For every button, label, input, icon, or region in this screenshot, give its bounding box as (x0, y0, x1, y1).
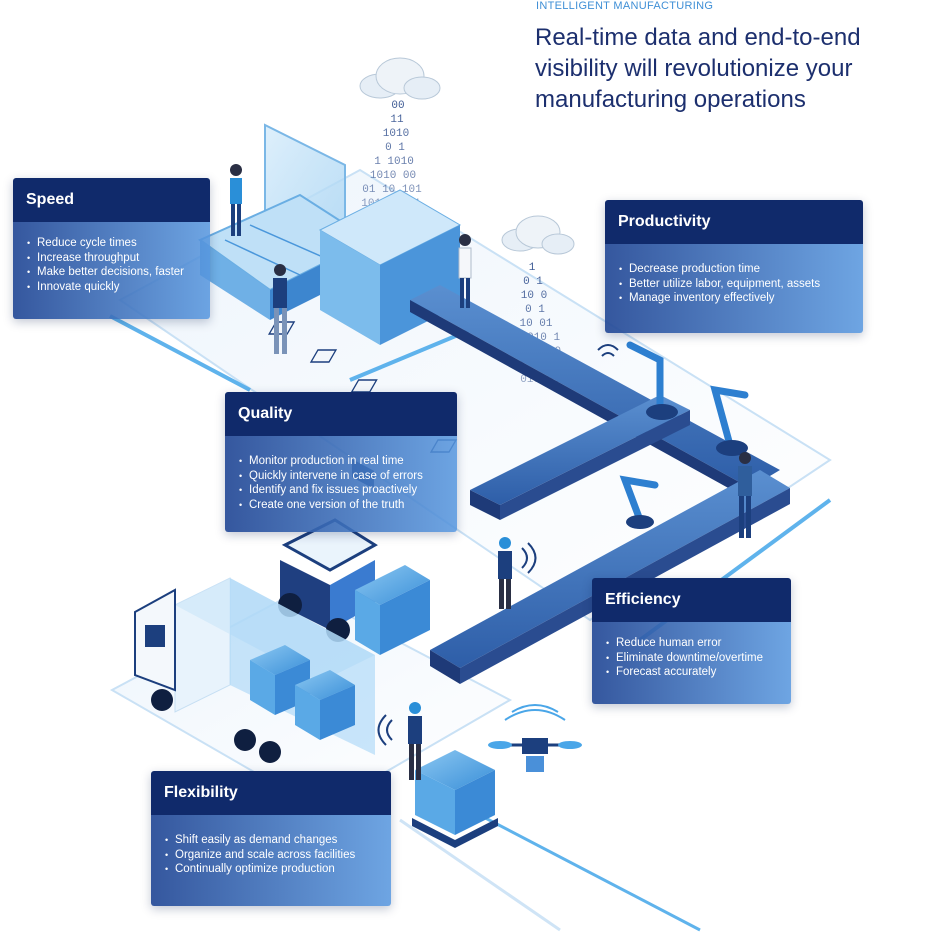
binary-digits: 00 (391, 100, 404, 112)
card-body: Monitor production in real time Quickly … (225, 436, 457, 532)
benefit-list: Reduce cycle times Increase throughput M… (27, 236, 196, 294)
list-item: Monitor production in real time (239, 454, 443, 469)
card-body: Decrease production time Better utilize … (605, 244, 863, 333)
list-item: Identify and fix issues proactively (239, 483, 443, 498)
worker-figure (230, 164, 242, 236)
worker-figure (498, 537, 512, 609)
robot-arm-icon (619, 475, 659, 524)
list-item: Eliminate downtime/overtime (606, 651, 777, 666)
binary-digits: 1010 00 (370, 170, 416, 182)
conveyor-belt-upper (410, 285, 780, 500)
list-item: Increase throughput (27, 251, 196, 266)
binary-digits: 10 01 (519, 318, 552, 330)
worker-figure (273, 264, 287, 354)
wifi-icon (597, 344, 619, 357)
flexibility-card: Flexibility Shift easily as demand chang… (151, 771, 391, 906)
binary-digits: 0 1 (523, 276, 543, 288)
card-title: Quality (225, 392, 457, 436)
robot-arm-icon (710, 385, 749, 449)
productivity-card: Productivity Decrease production time Be… (605, 200, 863, 333)
pallet-box (412, 750, 498, 848)
list-item: Forecast accurately (606, 665, 777, 680)
wifi-icon (377, 714, 393, 746)
binary-digits: 10 0 (521, 290, 547, 302)
efficiency-card: Efficiency Reduce human error Eliminate … (592, 578, 791, 704)
headline: Real-time data and end-to-end visibility… (535, 24, 861, 113)
benefit-list: Monitor production in real time Quickly … (239, 454, 443, 512)
list-item: Reduce cycle times (27, 236, 196, 251)
list-item: Innovate quickly (27, 280, 196, 295)
worker-figure (408, 702, 422, 780)
list-item: Decrease production time (619, 262, 849, 277)
card-title: Efficiency (592, 578, 791, 622)
worker-figure (738, 452, 752, 538)
drone-icon (488, 704, 582, 772)
binary-digits: 1010 (383, 128, 409, 140)
quality-card: Quality Monitor production in real time … (225, 392, 457, 532)
binary-digits: 0 1 (525, 304, 545, 316)
card-body: Reduce human error Eliminate downtime/ov… (592, 622, 791, 704)
cloud-icon (501, 215, 575, 255)
card-title: Speed (13, 178, 210, 222)
worker-figure (458, 234, 472, 308)
card-title: Productivity (605, 200, 863, 244)
robot-arm-icon (626, 341, 664, 414)
binary-digits: 1 1010 (374, 156, 414, 168)
card-body: Shift easily as demand changes Organize … (151, 815, 391, 906)
benefit-list: Shift easily as demand changes Organize … (165, 833, 377, 877)
forklift-icon (278, 518, 430, 655)
binary-digits: 01 10 101 (362, 184, 422, 196)
card-title: Flexibility (151, 771, 391, 815)
list-item: Organize and scale across facilities (165, 848, 377, 863)
list-item: Better utilize labor, equipment, assets (619, 277, 849, 292)
card-body: Reduce cycle times Increase throughput M… (13, 222, 210, 319)
benefit-list: Reduce human error Eliminate downtime/ov… (606, 636, 777, 680)
conveyor-belt-middle (470, 395, 690, 520)
list-item: Make better decisions, faster (27, 265, 196, 280)
list-item: Shift easily as demand changes (165, 833, 377, 848)
binary-digits: 11 (390, 114, 404, 126)
binary-digits: 0 1 (385, 142, 405, 154)
binary-digits: 1 (529, 262, 536, 274)
list-item: Continually optimize production (165, 862, 377, 877)
eyebrow-label: INTELLIGENT MANUFACTURING (536, 0, 714, 12)
truck-icon (134, 577, 375, 763)
list-item: Create one version of the truth (239, 498, 443, 513)
wifi-icon (521, 542, 537, 574)
cloud-icon (359, 57, 441, 100)
list-item: Quickly intervene in case of errors (239, 469, 443, 484)
list-item: Reduce human error (606, 636, 777, 651)
speed-card: Speed Reduce cycle times Increase throug… (13, 178, 210, 319)
list-item: Manage inventory effectively (619, 291, 849, 306)
benefit-list: Decrease production time Better utilize … (619, 262, 849, 306)
